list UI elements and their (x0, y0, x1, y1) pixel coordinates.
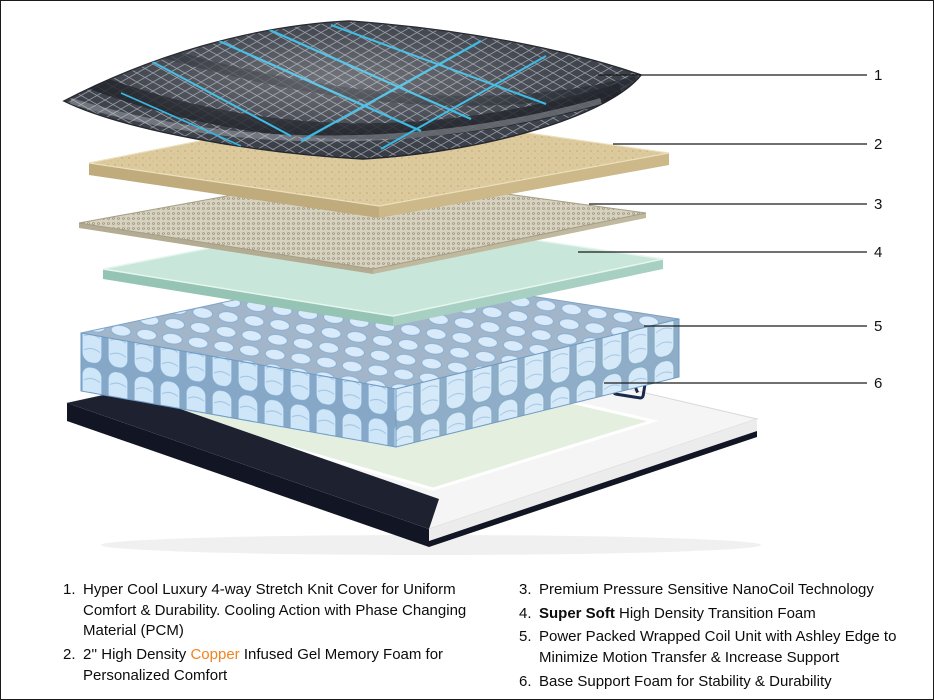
legend-item-2: 2. 2'' High Density Copper Infused Gel M… (63, 645, 499, 686)
tan-foam-right-edge (379, 153, 669, 218)
layer-1-knit-cover (62, 20, 643, 160)
legend-item-2-number: 2. (63, 646, 76, 664)
legend-item-2-copper-highlight: Copper (190, 646, 240, 664)
base-left-navy-band (67, 373, 439, 529)
legend-item-5: 5. Power Packed Wrapped Coil Unit with A… (519, 627, 897, 668)
legend-item-3-text: Premium Pressure Sensitive NanoCoil Tech… (539, 581, 874, 598)
legend-item-6-text: Base Support Foam for Stability & Durabi… (539, 672, 832, 690)
legend-item-2-pre: 2'' High Density (83, 646, 191, 664)
layer-3-nanocoil-mesh (78, 172, 647, 274)
legend-item-1-number: 1. (63, 581, 76, 598)
legend-item-2-post: Infused Gel Memory Foam for Personalized… (83, 646, 444, 684)
mesh-right-edge (373, 213, 646, 274)
exploded-mattress-diagram: 1 2 3 4 5 6 (62, 20, 882, 555)
legend-item-5-text: Power Packed Wrapped Coil Unit with Ashl… (539, 628, 897, 667)
layer-5-wrapped-coil-unit (80, 270, 680, 448)
legend-item-6: 6. Base Support Foam for Stability & Dur… (519, 672, 897, 693)
legend-item-1: 1. Hyper Cool Luxury 4-way Stretch Knit … (63, 580, 499, 642)
legend-item-6-number: 6. (519, 672, 532, 690)
base-right-face-bottom-strip (429, 431, 757, 547)
callout-number-5: 5 (874, 318, 882, 335)
legend-column-left: 1. Hyper Cool Luxury 4-way Stretch Knit … (63, 580, 499, 695)
base-left-face (67, 403, 429, 547)
legend-item-4-number: 4. (519, 604, 532, 622)
coil-right-face (395, 318, 680, 448)
legend-item-4-bold: Super Soft (539, 604, 615, 622)
teal-foam-right-edge (393, 259, 663, 326)
callout-number-1: 1 (874, 67, 882, 84)
callout-number-2: 2 (874, 136, 882, 153)
legend: 1. Hyper Cool Luxury 4-way Stretch Knit … (1, 580, 933, 695)
callout-number-4: 4 (874, 244, 882, 261)
legend-item-4: 4. Super Soft High Density Transition Fo… (519, 604, 897, 625)
callout-number-3: 3 (874, 196, 882, 213)
callouts (578, 74, 867, 384)
legend-item-2-text: 2'' High Density Copper Infused Gel Memo… (83, 645, 499, 686)
legend-item-3-number: 3. (519, 581, 532, 598)
legend-item-1-text: Hyper Cool Luxury 4-way Stretch Knit Cov… (83, 581, 467, 640)
mesh-left-edge (79, 223, 373, 274)
callout-number-6: 6 (874, 375, 882, 392)
legend-item-4-post: High Density Transition Foam (614, 604, 816, 622)
legend-item-3: 3. Premium Pressure Sensitive NanoCoil T… (519, 580, 897, 601)
cover-sheen (64, 21, 641, 159)
legend-item-5-number: 5. (519, 628, 532, 646)
legend-column-right: 3. Premium Pressure Sensitive NanoCoil T… (519, 580, 897, 695)
callout-numbers: 1 2 3 4 5 6 (874, 67, 882, 392)
tan-foam-left-edge (89, 163, 379, 218)
teal-foam-left-edge (103, 269, 393, 326)
legend-item-4-text: Super Soft High Density Transition Foam (539, 604, 897, 625)
